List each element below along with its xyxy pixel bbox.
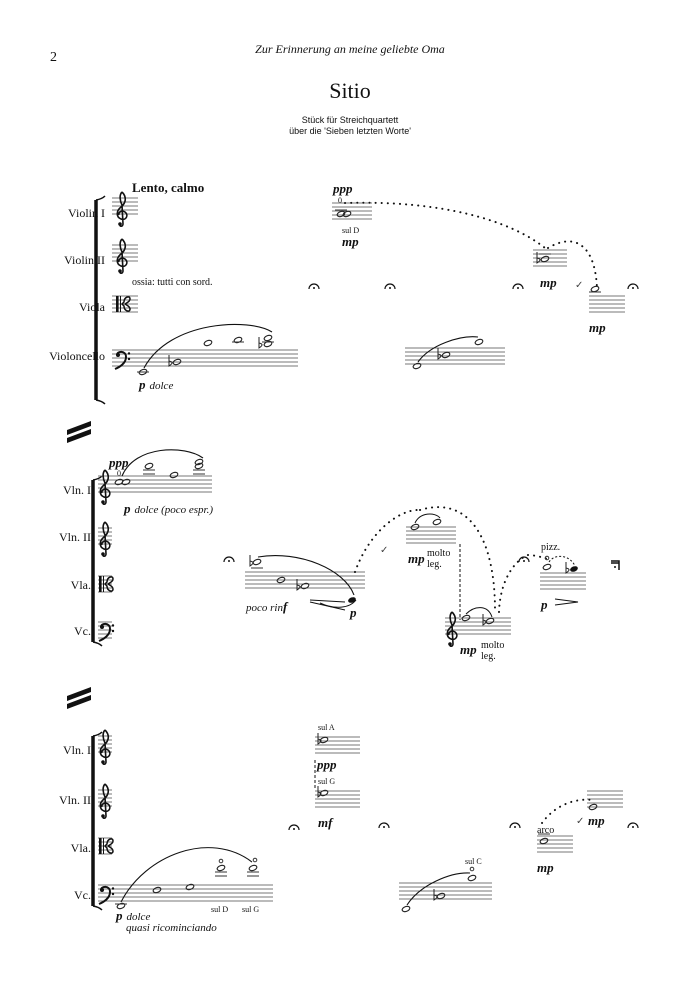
instrument-label-vla: Vla. (70, 578, 91, 592)
cello-phrase-2 (411, 336, 485, 371)
instrument-label-violin-1: Violin I (68, 206, 105, 220)
subtitle-line-1: Stück für Streichquartett (301, 115, 399, 125)
system-separator-icon (67, 687, 91, 709)
molto-text: molto (427, 548, 451, 559)
treble-clef-icon (99, 783, 111, 820)
viola-expression: poco rinf (246, 599, 287, 615)
instrument-label-vln1: Vln. I (63, 483, 91, 497)
treble-clef-icon (99, 469, 111, 506)
fermata-icon (627, 283, 639, 290)
expression-dolce: dolce (poco espr.) (134, 504, 214, 516)
tempo-marking: Lento, calmo (132, 180, 205, 195)
dotted-line (547, 240, 598, 289)
string-indication-sul-g: sul G (318, 777, 336, 786)
ossia-note: ossia: tutti con sord. (132, 277, 213, 288)
system-1 (96, 192, 638, 404)
system-3 (67, 687, 638, 913)
vln2-dynamic-mf: mf (318, 815, 333, 830)
leg-text: leg. (481, 651, 496, 662)
fermata-icon (308, 283, 320, 290)
string-indication-sul-g: sul G (242, 905, 260, 914)
system-separator-icon (67, 421, 91, 443)
fermata-icon (627, 822, 639, 829)
pizz-dynamic-p: p (541, 597, 548, 612)
harmonic-mark: 0 (117, 469, 121, 478)
system-2 (67, 421, 620, 648)
instrument-label-violin-2: Violin II (64, 253, 105, 267)
vln1-dynamic-ppp: ppp (317, 757, 337, 772)
instrument-label-vc: Vc. (74, 624, 91, 638)
instrument-label-viola: Viola (79, 300, 105, 314)
treble-clef-icon (99, 729, 111, 766)
breath-mark-icon: ✓ (576, 816, 585, 827)
piece-title: Sitio (329, 78, 371, 103)
dynamic-p: p (124, 501, 131, 516)
quasi-ricominciando-text: quasi ricominciando (126, 922, 217, 934)
dotted-line (344, 201, 546, 249)
fermata-icon (223, 556, 235, 563)
breath-mark-icon: ✓ (575, 280, 584, 291)
poco-rin-text: poco rin (246, 602, 283, 614)
cello-dynamic: p dolce (139, 376, 173, 394)
fermata-icon (512, 283, 524, 290)
string-indication: sul D (342, 226, 360, 235)
pizz-indication: pizz. (541, 542, 561, 553)
expression-dolce: dolce (149, 380, 174, 392)
dynamic-p: p (116, 908, 123, 923)
string-indication-sul-a: sul A (318, 723, 335, 732)
vln2-dynamic-mp: mp (588, 813, 605, 828)
treble-clef-icon (446, 611, 458, 648)
arco-indication: arco (537, 825, 555, 836)
breath-mark-icon: ✓ (380, 545, 389, 556)
dynamic-p: p (139, 377, 146, 392)
string-indication-sul-c: sul C (465, 857, 482, 866)
instrument-label-vc: Vc. (74, 888, 91, 902)
vln1-dynamic-ppp: ppp (333, 181, 353, 196)
vln1-expression: p dolce (poco espr.) (124, 500, 213, 518)
leg-text: leg. (427, 559, 442, 570)
fermata-icon (288, 824, 300, 831)
viola-dynamic-mp: mp (589, 320, 606, 335)
vln1-dynamic-ppp: ppp (109, 455, 129, 470)
viola-dynamic-p: p (350, 605, 357, 620)
cello-phrase-1 (137, 323, 274, 377)
viola-dynamic-mp: mp (537, 860, 554, 875)
dedication: Zur Erinnerung an meine geliebte Oma (255, 42, 445, 56)
dynamic-f: f (282, 599, 288, 614)
instrument-label-vln2: Vln. II (59, 530, 91, 544)
treble-clef-icon (116, 238, 128, 275)
subtitle-line-2: über die 'Sieben letzten Worte' (289, 126, 411, 136)
treble-clef-icon (99, 521, 111, 558)
staff-violoncello (112, 350, 298, 366)
instrument-label-vla: Vla. (70, 841, 91, 855)
vln2-dynamic-mp: mp (408, 551, 425, 566)
page-number: 2 (50, 50, 57, 65)
treble-clef-icon (116, 191, 128, 228)
harmonic-mark: 0 (338, 196, 342, 205)
vln1-dynamic-mp: mp (342, 234, 359, 249)
molto-text: molto (481, 640, 505, 651)
string-indication-sul-d: sul D (211, 905, 229, 914)
instrument-label-vln1: Vln. I (63, 743, 91, 757)
fermata-icon (518, 556, 530, 563)
instrument-label-violoncello: Violoncello (49, 349, 105, 363)
instrument-label-vln2: Vln. II (59, 793, 91, 807)
fermata-icon (378, 822, 390, 829)
fermata-icon (384, 283, 396, 290)
end-mark-icon (611, 560, 620, 570)
vc-dynamic-mp: mp (460, 642, 477, 657)
vln2-dynamic-mp: mp (540, 275, 557, 290)
dolce-text: dolce (126, 911, 151, 923)
fermata-icon (509, 822, 521, 829)
